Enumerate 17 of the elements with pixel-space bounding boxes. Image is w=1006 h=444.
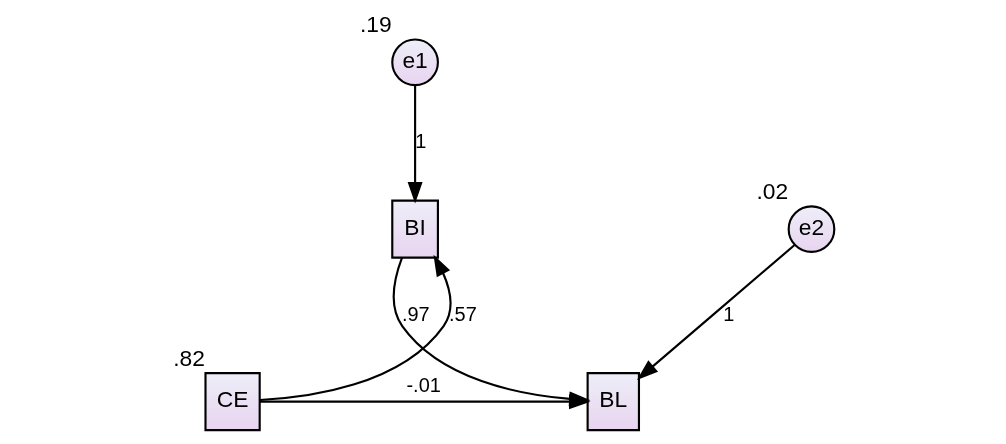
node-label: .02 [755, 177, 788, 204]
node-box: BI [390, 199, 439, 259]
arrow [259, 254, 452, 401]
node-box: CE [203, 372, 261, 432]
node-label: .82 [172, 344, 205, 371]
edge-label: .57 [448, 302, 477, 325]
node-circle: e1 [390, 38, 439, 87]
arrow [259, 394, 590, 410]
edge-label: -.01 [405, 373, 441, 396]
node-circle: e2 [787, 205, 835, 253]
arrow [636, 244, 795, 380]
edge-label: 1 [414, 130, 426, 153]
edge-label: .97 [401, 302, 430, 325]
edge-label: 1 [722, 302, 734, 325]
node-box: BL [586, 372, 640, 432]
node-label: .19 [359, 11, 392, 38]
arrow [407, 85, 423, 204]
